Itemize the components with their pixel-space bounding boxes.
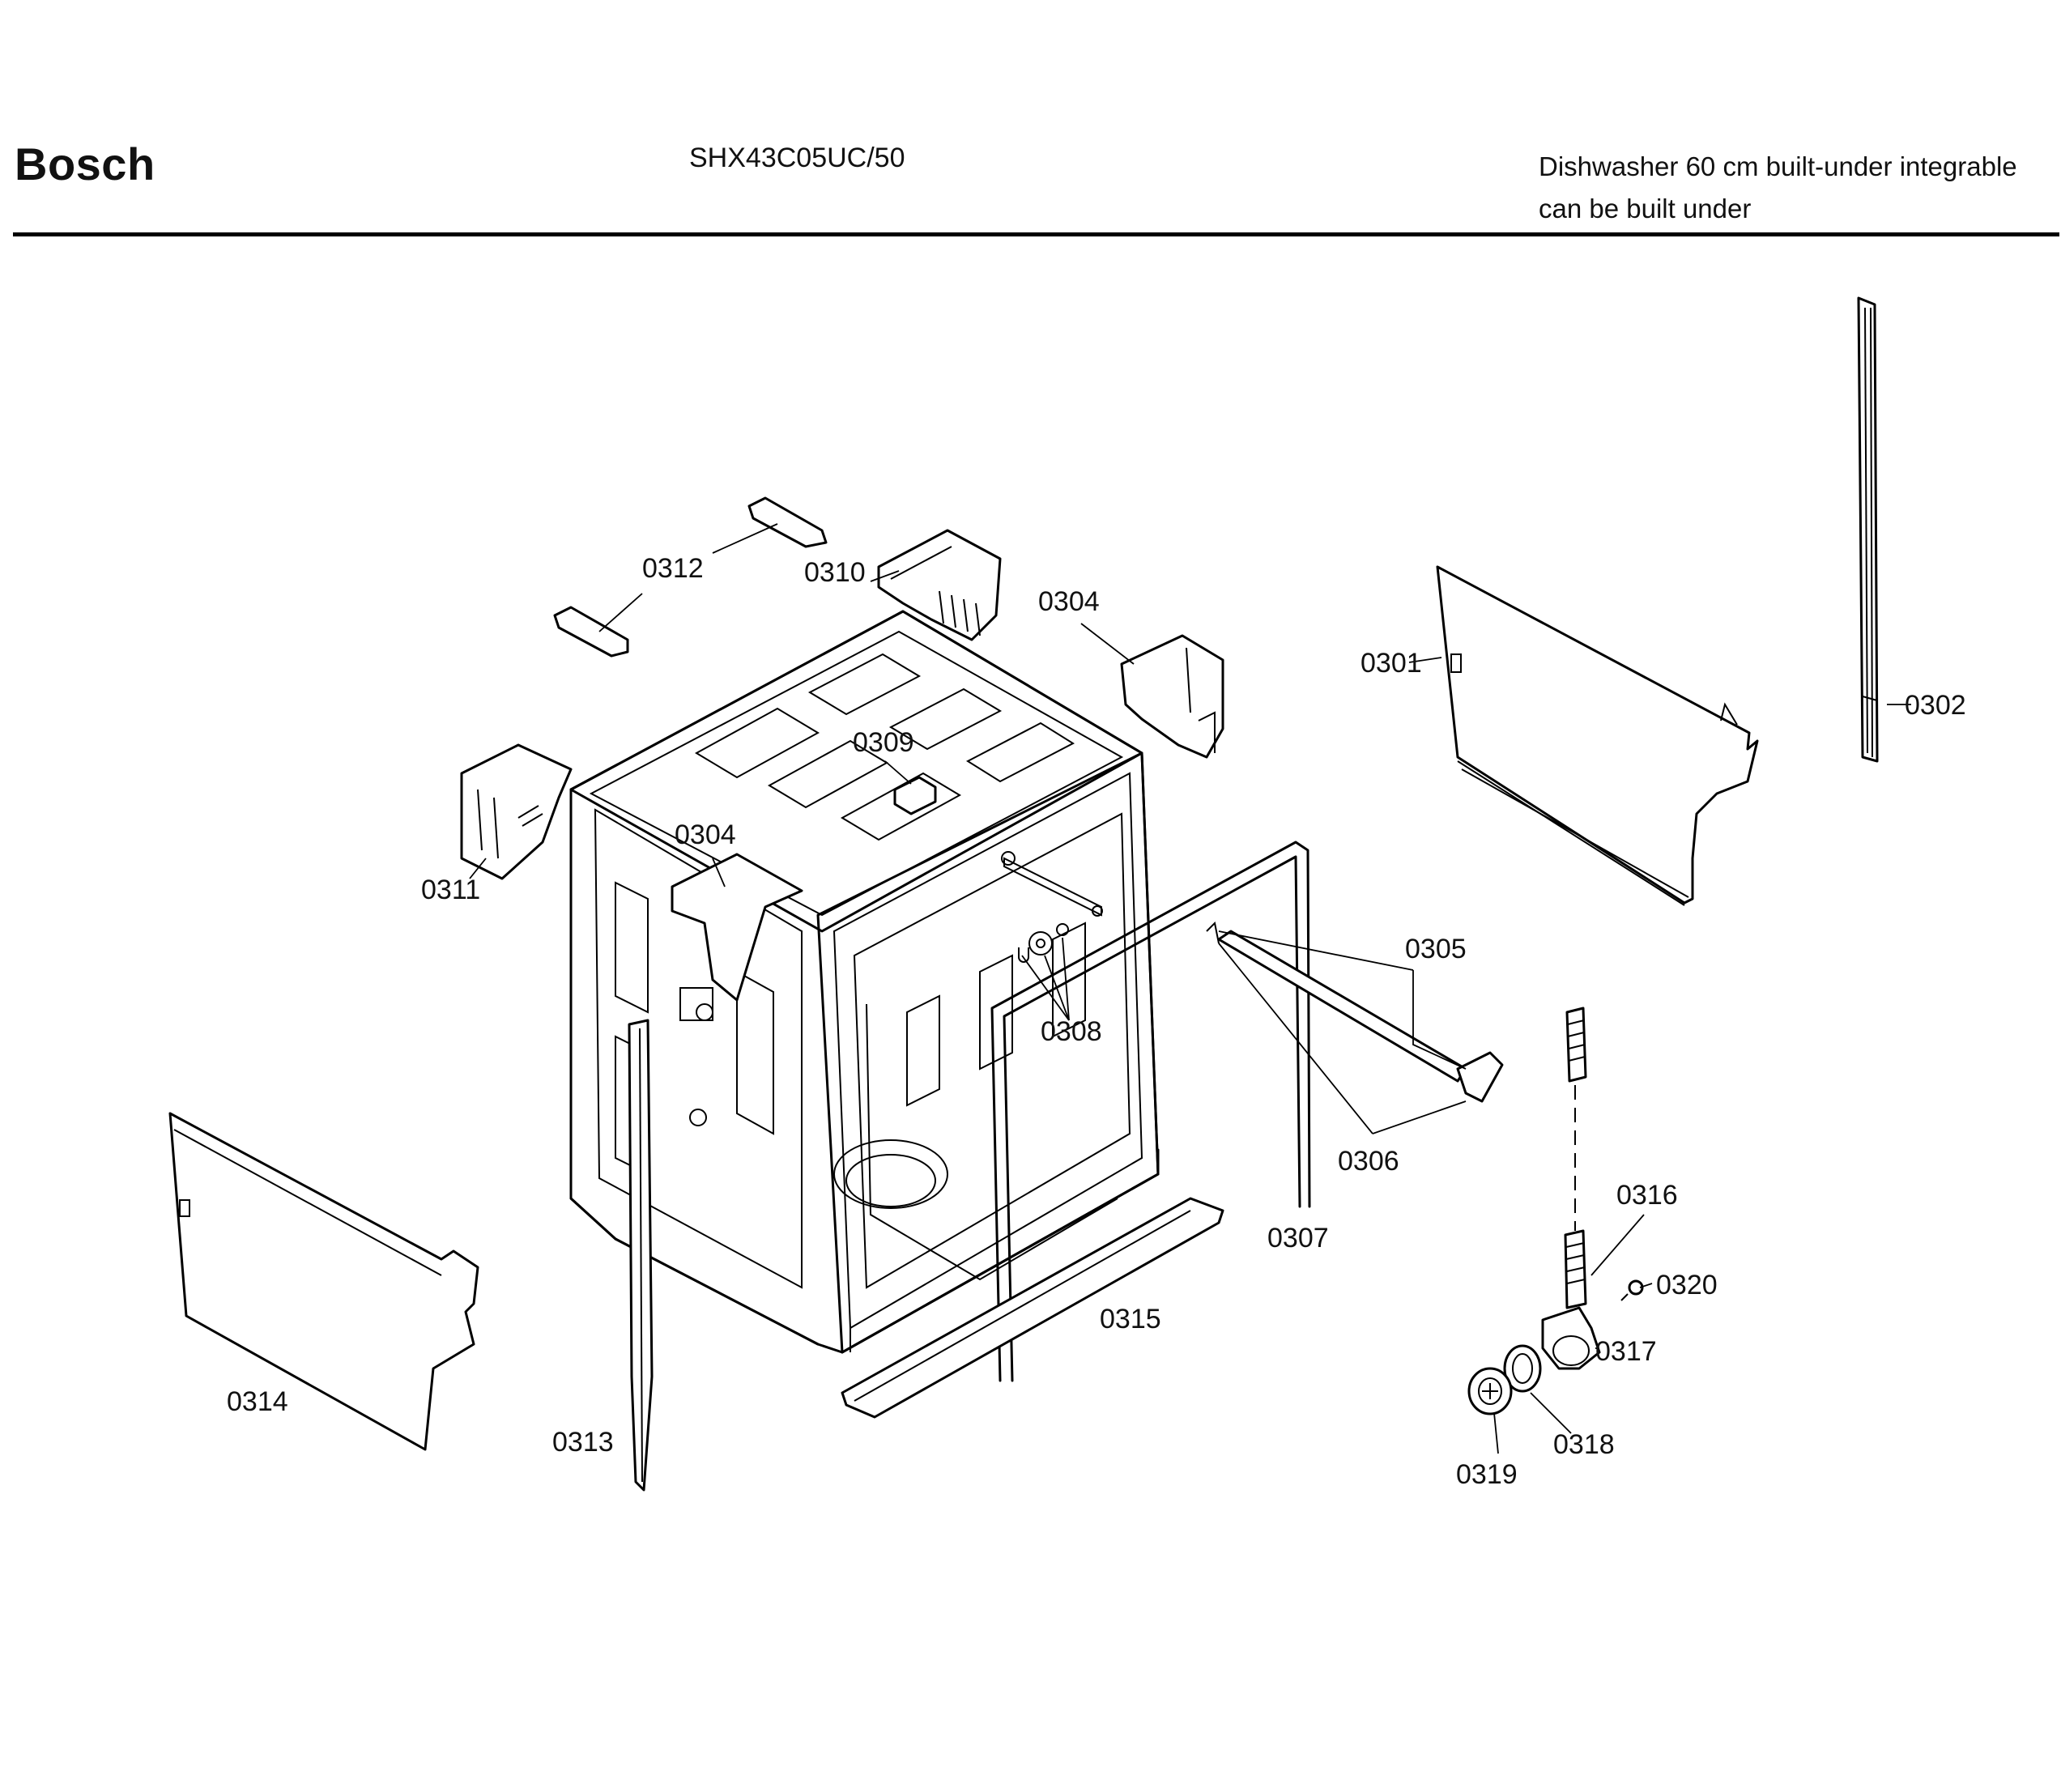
part-0320-screw — [1620, 1279, 1644, 1301]
callout-0317: 0317 — [1595, 1336, 1657, 1367]
header-rule — [13, 232, 2059, 236]
callout-0315: 0315 — [1100, 1304, 1161, 1334]
part-0314-side-panel — [168, 1112, 479, 1451]
part-0308-fasteners — [1001, 851, 1103, 963]
brand-name: Bosch — [15, 138, 155, 189]
callout-0319: 0319 — [1456, 1459, 1518, 1490]
part-0309-clip — [893, 776, 937, 815]
leader-lines — [469, 523, 1911, 1454]
description-line-1: Dishwasher 60 cm built-under integrable — [1539, 151, 2017, 181]
callout-0314: 0314 — [227, 1386, 288, 1417]
part-0311-housing — [460, 743, 573, 880]
part-0319-cap — [1467, 1367, 1513, 1415]
callout-0304-left: 0304 — [675, 819, 736, 850]
part-0316-hose — [1564, 1007, 1587, 1309]
part-0301-side-panel — [1436, 565, 1759, 906]
callout-0311: 0311 — [421, 875, 481, 905]
part-0317-connector — [1541, 1306, 1601, 1370]
part-0312-clips — [553, 496, 828, 658]
part-0318-ring — [1503, 1344, 1542, 1393]
part-0305-hinge-arm — [1206, 921, 1504, 1103]
callout-0320: 0320 — [1656, 1270, 1718, 1300]
description-line-2: can be built under — [1539, 194, 1752, 223]
part-0315-base-rail — [841, 1197, 1224, 1419]
callout-0301: 0301 — [1361, 648, 1422, 679]
callout-0312: 0312 — [642, 553, 704, 584]
callout-0302: 0302 — [1905, 690, 1966, 721]
callout-0305: 0305 — [1405, 934, 1467, 964]
callout-0316: 0316 — [1616, 1180, 1678, 1211]
callout-0318: 0318 — [1553, 1429, 1615, 1460]
callout-0306: 0306 — [1338, 1146, 1399, 1177]
callout-0307: 0307 — [1267, 1223, 1329, 1254]
part-0307-door-seal — [990, 841, 1311, 1382]
callout-0304-right: 0304 — [1038, 586, 1100, 617]
callout-0313: 0313 — [552, 1427, 614, 1458]
model-number: SHX43C05UC/50 — [689, 143, 905, 173]
tub-body — [569, 610, 1160, 1354]
part-0302-trim-strip — [1857, 296, 1879, 763]
product-description: Dishwasher 60 cm built-under integrable … — [1539, 146, 2017, 230]
part-0304-bracket-left — [671, 853, 803, 1002]
part-0304-bracket-right — [1120, 634, 1224, 759]
callout-0309: 0309 — [853, 727, 914, 758]
callout-0310: 0310 — [804, 557, 866, 588]
callout-0308: 0308 — [1041, 1016, 1102, 1047]
part-0313-strip — [628, 1019, 654, 1492]
part-0310-housing — [877, 529, 1002, 641]
